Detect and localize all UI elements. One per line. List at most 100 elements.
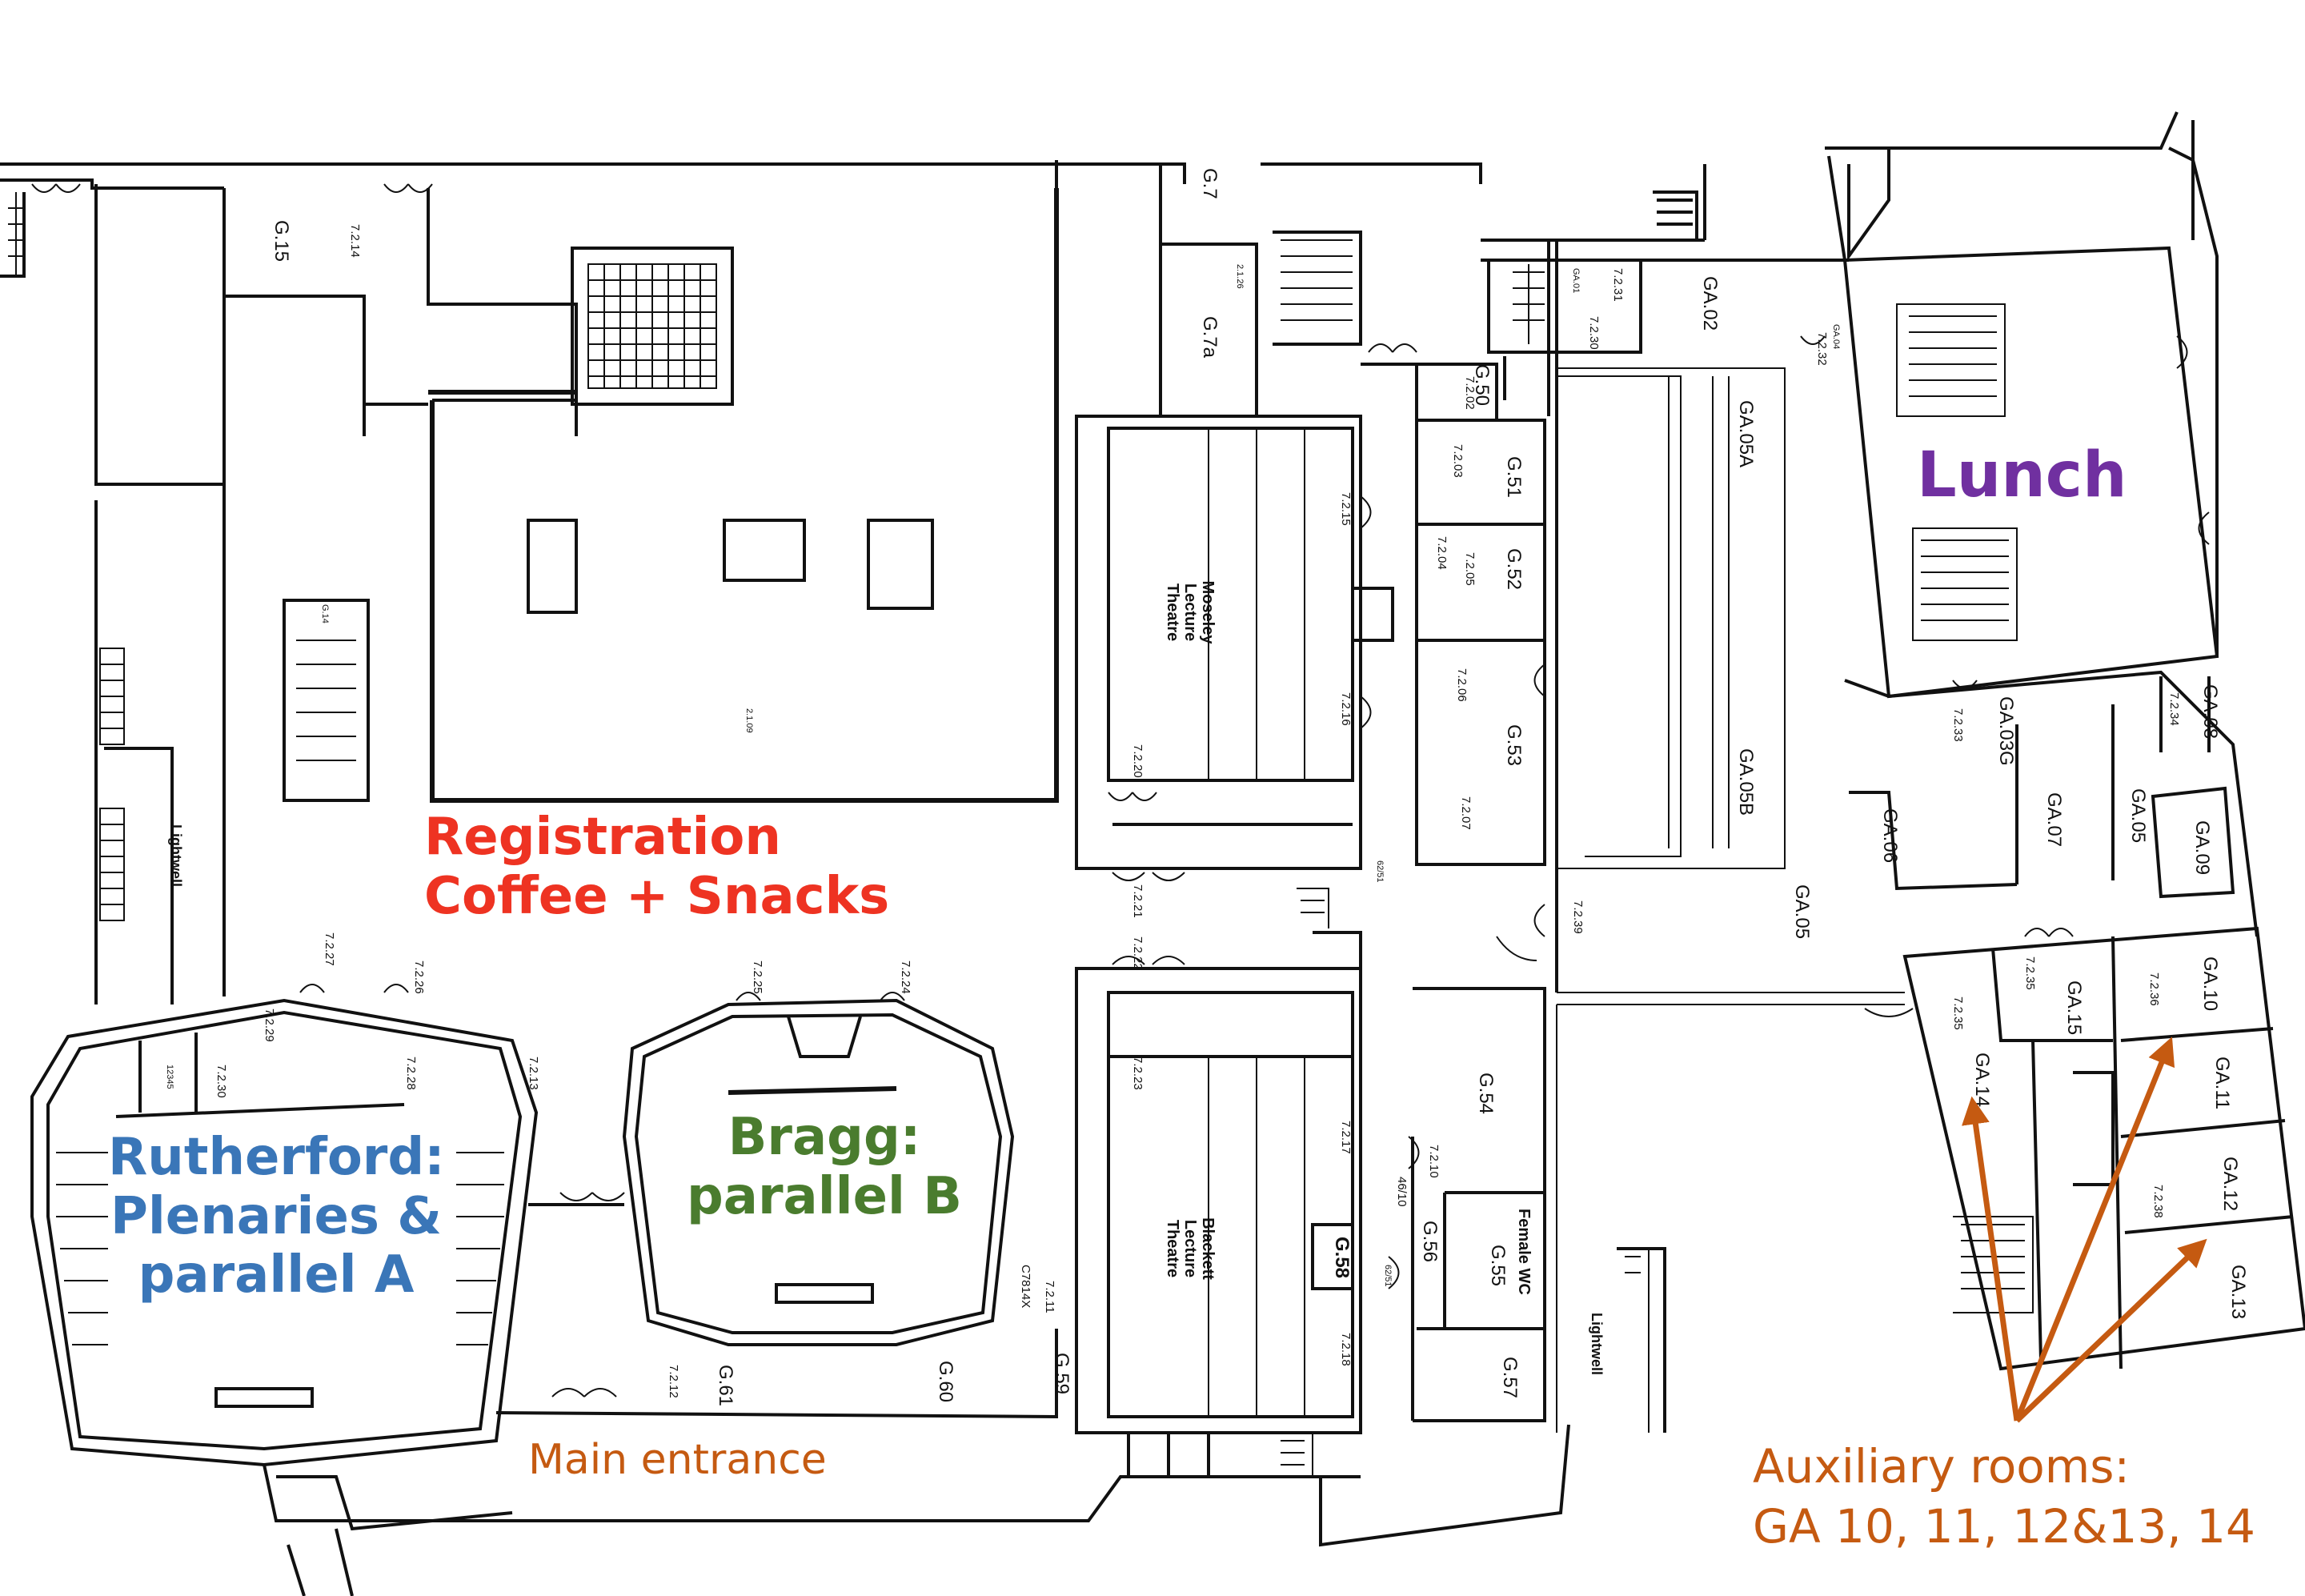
room-label: 7.2.11: [1043, 1281, 1056, 1313]
room-label: G.53: [1503, 724, 1525, 767]
room-label: 7.2.30: [214, 1065, 228, 1098]
room-label: 7.2.32: [1815, 332, 1829, 366]
room-label: GA.04: [1831, 324, 1841, 350]
room-label: 7.2.39: [1571, 900, 1585, 934]
room-label: GA.11: [2211, 1057, 2233, 1110]
room-label: 7.2.17: [1339, 1121, 1353, 1154]
room-label: 7.2.02: [1463, 376, 1477, 410]
lightwell-label: Lightwell: [168, 824, 184, 887]
room-label: G.55: [1487, 1245, 1509, 1287]
room-label: 62/51: [1383, 1265, 1393, 1287]
room-label: GA.15: [2063, 980, 2085, 1036]
room-label: 7.2.05: [1463, 552, 1477, 586]
lunch-label: Lunch: [1917, 439, 2127, 511]
room-label: G.56: [1419, 1221, 1441, 1263]
rutherford-theatre: [30, 998, 539, 1467]
room-label: GA.03G: [1995, 696, 2017, 766]
room-label: GA.07: [2043, 792, 2065, 848]
bragg-line-2: parallel B: [686, 1166, 963, 1226]
room-label: G.61: [715, 1365, 736, 1407]
west-wing: [0, 184, 578, 1005]
female-wc-label: Female WC: [1515, 1209, 1533, 1295]
room-label: GA.01: [1571, 268, 1581, 294]
auxiliary-rooms-label: Auxiliary rooms: GA 10, 11, 12&13, 14: [1753, 1437, 2255, 1558]
central-hall: [430, 160, 1258, 803]
moseley-theatre: [1075, 415, 1394, 870]
rutherford-line-2: Plenaries &: [110, 1186, 443, 1246]
room-label: 62/51: [1375, 860, 1385, 883]
small-rooms-east-of-moseley: [1361, 356, 1546, 866]
rutherford-line-3: parallel A: [138, 1245, 415, 1305]
room-label: GA.12: [2219, 1157, 2241, 1212]
room-label: 2.1.26: [1235, 264, 1245, 289]
room-label: C7814X: [1019, 1265, 1032, 1309]
room-label: 7.2.07: [1459, 796, 1473, 830]
south-facade: [263, 1247, 1666, 1596]
room-label: 7.2.35: [1951, 996, 1965, 1030]
room-label: 7.2.26: [412, 960, 426, 994]
room-label: 7.2.34: [2167, 692, 2181, 726]
room-label: G.7: [1199, 168, 1221, 199]
room-label: 7.2.13: [527, 1057, 540, 1090]
room-label: GA.05: [2127, 788, 2149, 844]
room-label: GA.09: [2191, 820, 2213, 876]
room-label: 7.2.27: [323, 932, 336, 966]
room-label: 7.2.14: [348, 224, 362, 258]
room-label: G.57: [1499, 1357, 1521, 1399]
room-label: GA.13: [2227, 1265, 2249, 1320]
room-label: G.7a: [1199, 316, 1221, 359]
room-label: G.60: [935, 1361, 956, 1403]
ga01-stairs: [1273, 190, 1698, 968]
rutherford-line-1: Rutherford:: [108, 1128, 445, 1187]
room-label: 7.2.31: [1611, 268, 1625, 302]
auxiliary-rooms-block: [1557, 926, 2305, 1371]
room-label: 7.2.25: [751, 960, 764, 994]
room-label: GA.10: [2199, 956, 2221, 1012]
room-label: 7.2.15: [1339, 492, 1353, 526]
room-label: 7.2.16: [1339, 692, 1353, 726]
auxiliary-line-2: GA 10, 11, 12&13, 14: [1753, 1499, 2255, 1554]
auxiliary-line-1: Auxiliary rooms:: [1753, 1439, 2131, 1494]
room-label: 7.2.36: [2147, 972, 2161, 1006]
lightwell-label: Lightwell: [1589, 1313, 1605, 1375]
room-label: G.52: [1503, 548, 1525, 591]
room-label: GA.14: [1971, 1053, 1993, 1108]
room-label: G.54: [1475, 1073, 1497, 1115]
room-label: 7.2.18: [1339, 1333, 1353, 1366]
room-label: 7.2.12: [667, 1365, 680, 1398]
room-label: 7.2.24: [899, 960, 912, 994]
room-label: 7.2.06: [1455, 668, 1469, 702]
registration-line: Registration: [424, 808, 781, 867]
room-label: G.58: [1331, 1237, 1353, 1279]
room-label: 46/10: [1395, 1177, 1409, 1207]
room-label: 7.2.28: [404, 1057, 418, 1090]
room-label: 7.2.33: [1951, 708, 1965, 742]
room-label: 12345: [165, 1065, 174, 1089]
room-label: 7.2.21: [1131, 884, 1144, 918]
moseley-lecture-theatre-label: Moseley Lecture Theatre: [1164, 580, 1217, 644]
room-label: G.59: [1051, 1353, 1072, 1395]
room-label: GA.08: [2199, 684, 2221, 740]
room-label: GA.05B: [1735, 748, 1757, 816]
north-wall: [0, 111, 2179, 262]
room-label: 7.2.35: [2023, 956, 2037, 990]
room-label: 7.2.29: [263, 1009, 276, 1042]
registration-coffee-label: Registration Coffee + Snacks: [424, 808, 889, 926]
main-entrance-label: Main entrance: [528, 1436, 827, 1484]
door-swings: [31, 183, 2210, 1398]
room-label: G.51: [1503, 456, 1525, 499]
room-label: 7.2.20: [1131, 744, 1144, 778]
bragg-label: Bragg: parallel B: [680, 1108, 968, 1226]
blackett-theatre: [1075, 967, 1362, 1434]
room-label: 7.2.22: [1131, 936, 1144, 970]
room-label: 2.1.09: [744, 708, 754, 733]
room-label: GA.06: [1879, 808, 1901, 864]
room-label: GA.02: [1699, 276, 1721, 331]
blackett-lecture-theatre-label: Blackett Lecture Theatre: [1164, 1217, 1217, 1280]
g14-block: [283, 599, 370, 802]
coffee-snacks-line: Coffee + Snacks: [424, 866, 890, 926]
lunch-seating-upper: [1896, 303, 2006, 417]
room-label: GA.05: [1791, 884, 1813, 940]
